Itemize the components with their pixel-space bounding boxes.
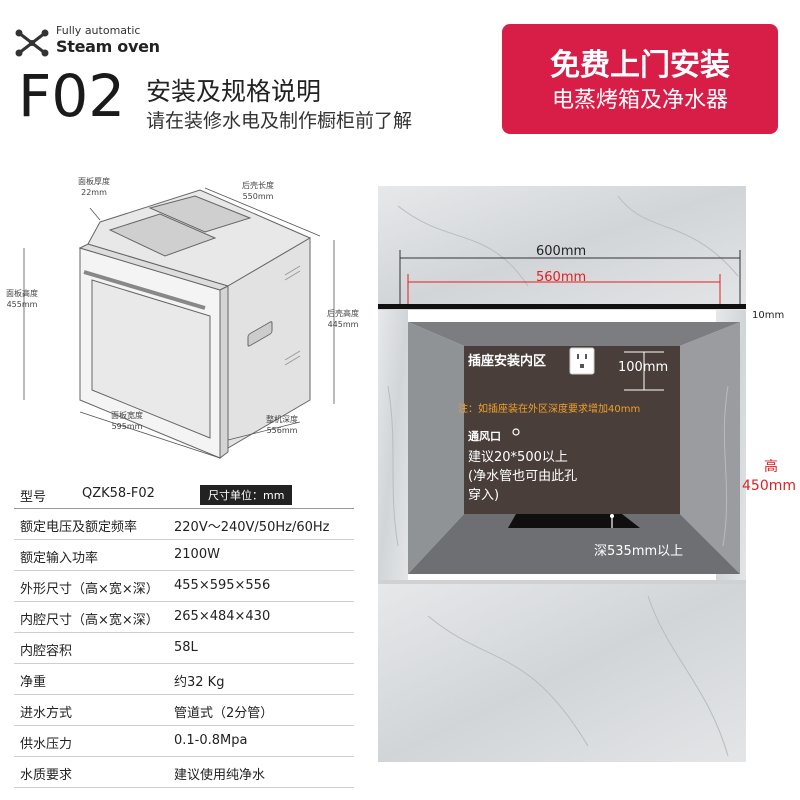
spec-value: 265×484×430	[174, 609, 271, 624]
table-row: 内腔尺寸（高×宽×深） 265×484×430	[14, 602, 354, 633]
socket-icon	[569, 347, 595, 375]
shell-height-value: 445mm	[328, 320, 359, 329]
socket-height-label: 100mm	[618, 360, 669, 375]
vent-marker-icon	[512, 428, 520, 436]
logo-icon	[15, 29, 49, 57]
spec-label: 供水压力	[20, 737, 73, 752]
total-depth-label: 整机深度	[266, 414, 298, 424]
total-depth-value: 556mm	[267, 426, 298, 435]
spec-value: 0.1-0.8Mpa	[174, 733, 248, 748]
panel-width-label: 面板宽度	[111, 410, 143, 420]
spec-label: 外形尺寸（高×宽×深）	[20, 582, 159, 597]
spec-label: 内腔容积	[20, 644, 73, 659]
vent-line1: 建议20*500以上	[468, 450, 568, 465]
promo-subline: 电蒸烤箱及净水器	[551, 88, 728, 113]
side-gap-label: 10mm	[752, 310, 785, 321]
logo-tagline: Fully automatic	[56, 24, 141, 37]
logo-name: Steam oven	[56, 37, 160, 56]
vent-line3: 穿入)	[468, 488, 500, 503]
spec-value: 220V～240V/50Hz/60Hz	[174, 520, 330, 535]
spec-header-row: 型号 QZK58-F02 尺寸单位：mm	[14, 482, 354, 509]
model-value: QZK58-F02	[82, 486, 155, 501]
spec-label: 净重	[20, 675, 47, 690]
socket-zone-label: 插座安装内区	[468, 354, 547, 369]
spec-value: 455×595×556	[174, 578, 271, 593]
panel-thickness-value: 22mm	[81, 188, 107, 197]
spec-label: 水质要求	[20, 768, 73, 783]
socket-note: 注：如插座装在外区深度要求增加40mm	[458, 404, 641, 415]
table-row: 额定电压及额定频率 220V～240V/50Hz/60Hz	[14, 509, 354, 540]
inner-width-label: 560mm	[536, 270, 587, 285]
panel-width-value: 595mm	[112, 422, 143, 431]
depth-label: 深535mm以上	[594, 544, 684, 559]
spec-label: 进水方式	[20, 706, 73, 721]
promo-headline: 免费上门安装	[550, 48, 730, 83]
promo-banner	[502, 24, 778, 134]
height-value: 450mm	[742, 478, 796, 494]
spec-label: 额定输入功率	[20, 551, 99, 566]
model-label: 型号	[20, 490, 47, 505]
vent-title: 通风口	[468, 430, 501, 443]
spec-value: 管道式（2分管）	[174, 706, 274, 721]
table-row: 外形尺寸（高×宽×深） 455×595×556	[14, 571, 354, 602]
model-code: F02	[18, 62, 126, 130]
panel-height-value: 455mm	[7, 300, 38, 309]
spec-value: 2100W	[174, 547, 220, 562]
spec-label: 额定电压及额定频率	[20, 520, 138, 535]
spec-value: 建议使用纯净水	[174, 768, 266, 783]
table-row: 水质要求 建议使用纯净水	[14, 757, 354, 788]
spec-table: 型号 QZK58-F02 尺寸单位：mm 额定电压及额定频率 220V～240V…	[14, 482, 354, 788]
panel-thickness-label: 面板厚度	[78, 176, 110, 186]
shell-length-value: 550mm	[243, 192, 274, 201]
page-subtitle: 请在装修水电及制作橱柜前了解	[146, 110, 413, 132]
cabinet-diagram: 600mm 560mm 10mm 插座安装内区 100mm 注：如插座装在外区深…	[368, 186, 784, 762]
cabinet-drawing	[378, 186, 780, 762]
unit-badge: 尺寸单位：mm	[200, 485, 293, 505]
spec-value: 约32 Kg	[174, 675, 225, 690]
oven-dimension-drawing: 面板厚度 22mm 后壳长度 550mm 面板高度 455mm 后壳高度 445…	[6, 176, 359, 459]
height-label: 高	[764, 459, 778, 475]
spec-value: 58L	[174, 640, 198, 655]
page-title: 安装及规格说明	[146, 77, 322, 106]
table-row: 内腔容积 58L	[14, 633, 354, 664]
table-row: 进水方式 管道式（2分管）	[14, 695, 354, 726]
table-row: 额定输入功率 2100W	[14, 540, 354, 571]
panel-height-label: 面板高度	[6, 288, 38, 298]
shell-length-label: 后壳长度	[242, 180, 274, 190]
vent-line2: (净水管也可由此孔	[468, 469, 578, 484]
spec-label: 内腔尺寸（高×宽×深）	[20, 613, 159, 628]
shell-height-label: 后壳高度	[327, 308, 359, 318]
outer-width-label: 600mm	[536, 244, 587, 259]
table-row: 净重 约32 Kg	[14, 664, 354, 695]
table-row: 供水压力 0.1-0.8Mpa	[14, 726, 354, 757]
